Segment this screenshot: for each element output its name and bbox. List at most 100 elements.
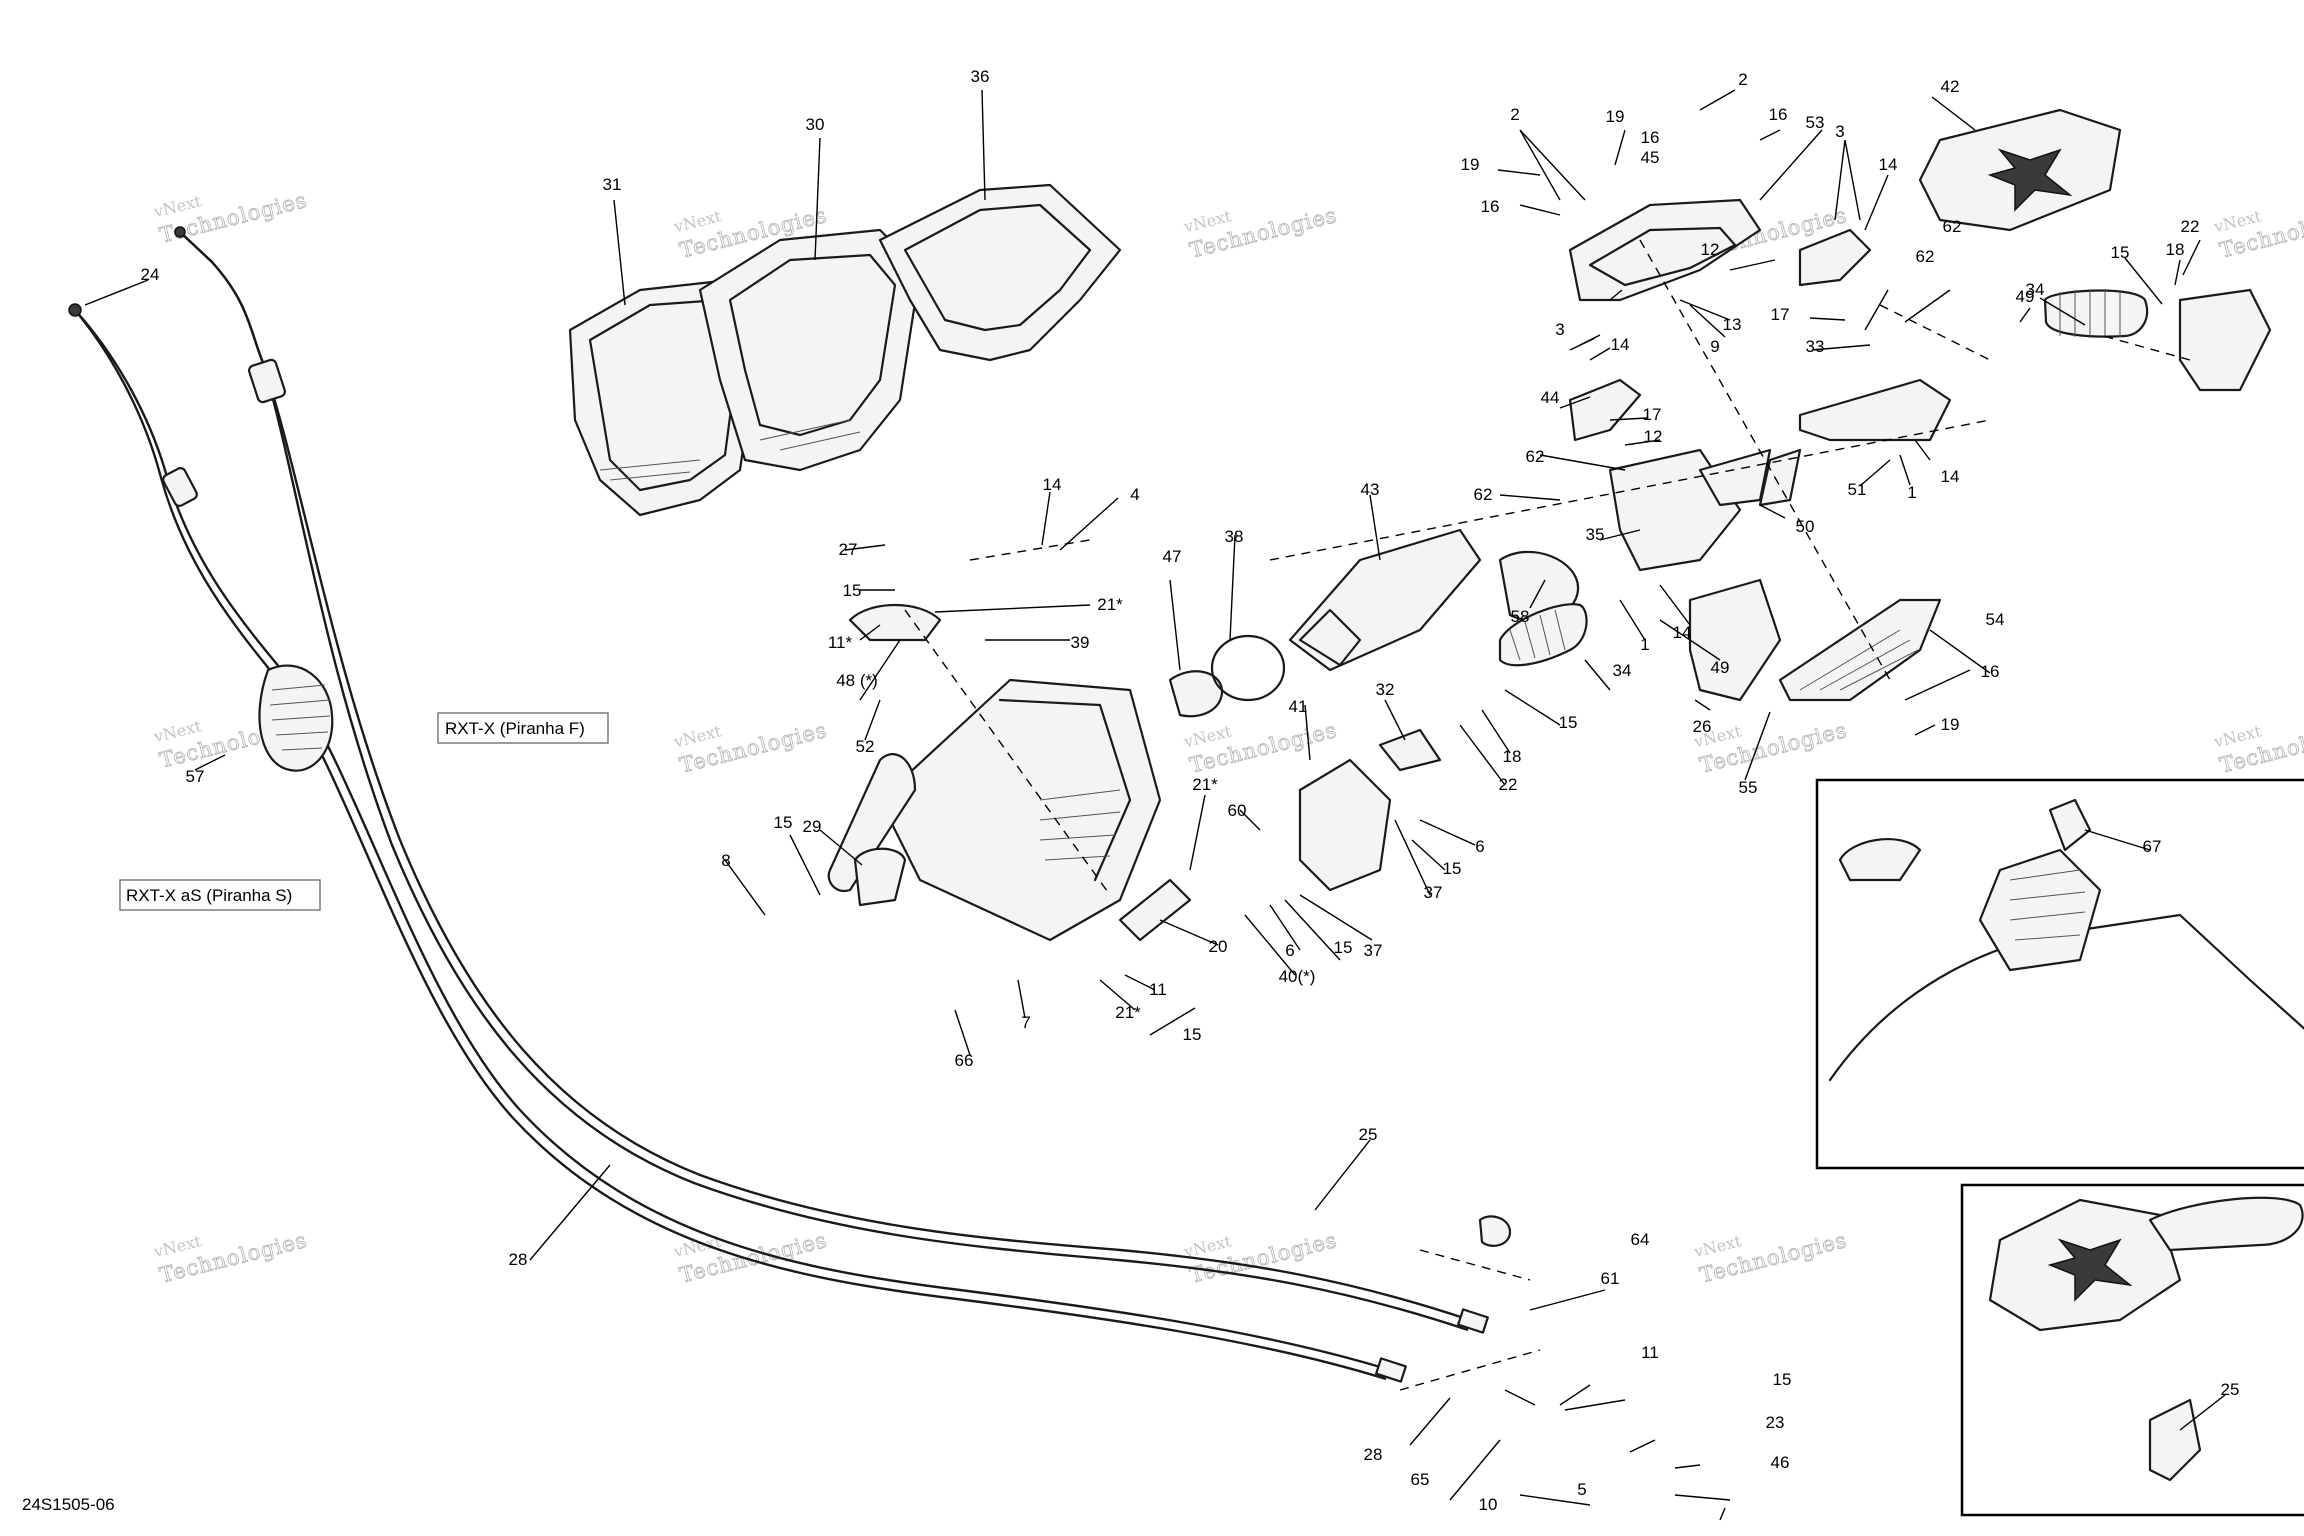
callout-number: 18 <box>2166 240 2185 259</box>
callout-number: 62 <box>1474 485 1493 504</box>
bracket-39 <box>827 753 917 893</box>
callout-number: 29 <box>803 817 822 836</box>
callout-number: 49 <box>1711 658 1730 677</box>
callout-number: 2 <box>1738 70 1747 89</box>
callout-number: 1 <box>1640 635 1649 654</box>
callout-number: 11* <box>828 633 853 652</box>
callout-number: 15 <box>1183 1025 1202 1044</box>
callout-number: 54 <box>1986 610 2005 629</box>
callout-number: 15 <box>843 581 862 600</box>
callout-number: 36 <box>971 67 990 86</box>
label-rxt-x: RXT-X (Piranha F) <box>445 719 585 738</box>
callout-number: 57 <box>186 767 205 786</box>
sleeve-29 <box>853 847 907 907</box>
detail-inset-66 <box>1815 778 2304 1170</box>
callout-number: 16 <box>1769 105 1788 124</box>
callout-number: 14 <box>1043 475 1062 494</box>
callout-number: 44 <box>1541 388 1560 407</box>
callout-number: 11 <box>1641 1343 1659 1362</box>
callout-number: 16 <box>1981 662 2000 681</box>
callout-number: 40(*) <box>1279 967 1316 986</box>
callout-number: 18 <box>1503 747 1522 766</box>
callout-number: 37 <box>1364 941 1383 960</box>
callout-number: 45 <box>1641 148 1660 167</box>
callout-number: 21* <box>1115 1003 1141 1022</box>
label-box-rxt-x <box>437 712 609 744</box>
callout-number: 6 <box>1285 941 1294 960</box>
callout-number: 26 <box>1693 717 1712 736</box>
callout-number: 32 <box>1376 680 1395 699</box>
callout-number: 15 <box>1334 938 1353 957</box>
callout-number: 65 <box>1411 1470 1430 1489</box>
callout-number: 35 <box>1586 525 1605 544</box>
callout-number: 15 <box>1559 713 1578 732</box>
callout-number: 58 <box>1511 607 1530 626</box>
wire-40 <box>1118 878 1192 942</box>
callout-number: 24 <box>141 265 160 284</box>
handlebar-clamp-53 <box>1568 198 1762 302</box>
callout-number: 46 <box>1771 1453 1790 1472</box>
callout-number: 16 <box>1481 197 1500 216</box>
callout-number: 43 <box>1361 480 1380 499</box>
drawing-number: 24S1505-06 <box>22 1495 115 1514</box>
callout-number: 12 <box>1701 240 1720 259</box>
callout-number: 4 <box>1130 485 1139 504</box>
switch-26 <box>1688 578 1782 702</box>
callout-number: 33 <box>1806 337 1825 356</box>
callout-number: 37 <box>1424 883 1443 902</box>
throttle-body-43 <box>1288 528 1482 672</box>
callout-number: 15 <box>2111 243 2130 262</box>
callout-number: 15 <box>1443 859 1462 878</box>
callout-number: 13 <box>1723 315 1742 334</box>
lever-44 <box>1568 378 1642 442</box>
handlebar-assembly <box>1288 108 2272 702</box>
cover-36 <box>878 183 1122 362</box>
callout-number: 17 <box>1771 305 1790 324</box>
callout-number: 22 <box>1499 775 1518 794</box>
callout-number: 3 <box>1555 320 1564 339</box>
callout-number: 34 <box>1613 661 1632 680</box>
callout-number: 41 <box>1289 697 1308 716</box>
callout-number: 42 <box>1941 77 1960 96</box>
callout-number: 28 <box>509 1250 528 1269</box>
switch-32 <box>1378 728 1442 772</box>
callout-number: 47 <box>1163 547 1182 566</box>
model-labels: RXT-X (Piranha F) RXT-X aS (Piranha S) <box>119 712 609 911</box>
callout-number: 60 <box>1228 801 1247 820</box>
callout-number: 9 <box>1710 337 1719 356</box>
callout-number: 19 <box>1461 155 1480 174</box>
callout-number: 15 <box>1773 1370 1792 1389</box>
callout-number: 14 <box>1673 623 1692 642</box>
callout-number: 38 <box>1225 527 1244 546</box>
callout-number: 23 <box>1766 1413 1785 1432</box>
callout-number: 14 <box>1611 335 1630 354</box>
callout-number: 11 <box>1149 980 1167 999</box>
callout-number: 2 <box>1510 105 1519 124</box>
callout-number: 62 <box>1526 447 1545 466</box>
callout-number: 48 (*) <box>836 671 878 690</box>
callout-number: 1 <box>1907 483 1916 502</box>
housing-52 <box>878 678 1162 942</box>
callout-number: 34 <box>2026 280 2045 299</box>
bar-end-51 <box>1798 378 1952 442</box>
housing-54 <box>1778 598 1942 702</box>
callout-number: 21* <box>1192 775 1218 794</box>
assembly-guides <box>904 239 2201 1391</box>
callout-number: 19 <box>1941 715 1960 734</box>
callout-number: 10 <box>1479 1495 1498 1514</box>
bushing-46 <box>1478 1215 1512 1247</box>
callout-number: 28 <box>1364 1445 1383 1464</box>
callout-number: 53 <box>1806 113 1825 132</box>
callout-number: 62 <box>1916 247 1935 266</box>
housing-41 <box>1298 758 1392 892</box>
callout-number: 14 <box>1941 467 1960 486</box>
callout-number: 22 <box>2181 217 2200 236</box>
callout-number: 17 <box>1643 405 1662 424</box>
callout-number: 3 <box>1835 122 1844 141</box>
callout-leaders <box>84 89 2226 1521</box>
callout-number: 66 <box>955 1051 974 1070</box>
label-rxt-x-as: RXT-X aS (Piranha S) <box>126 886 292 905</box>
grip-34-right <box>2043 289 2149 338</box>
ring-38 <box>1210 634 1286 702</box>
